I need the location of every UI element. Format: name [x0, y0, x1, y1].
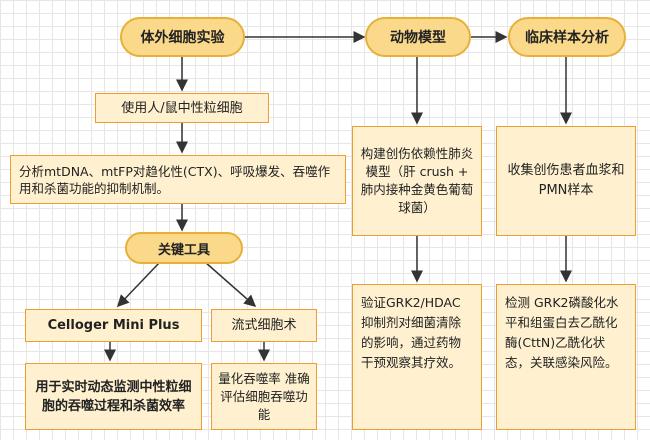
box-flow: 流式细胞术 [211, 309, 317, 342]
box-detect-text: 检测 GRK2磷酸化水平和组蛋白去乙酰化酶(CttN)乙酰化状态，关联感染风险。 [505, 295, 619, 370]
pill-clinical: 临床样本分析 [508, 17, 626, 57]
box-verify: 验证GRK2/HDAC抑制剂对细菌清除的影响，通过药物干预观察其疗效。 [352, 284, 482, 430]
pill-clinical-label: 临床样本分析 [525, 30, 609, 46]
box-use-cells-text: 使用人/鼠中性粒细胞 [121, 100, 243, 116]
box-celloger-desc: 用于实时动态监测中性粒细胞的吞噬过程和杀菌效率 [25, 363, 202, 430]
pill-animal-model-label: 动物模型 [390, 30, 446, 46]
box-flow-desc-text: 量化吞噬率 准确评估细胞吞噬功能 [218, 370, 310, 422]
box-flow-desc: 量化吞噬率 准确评估细胞吞噬功能 [211, 363, 317, 430]
box-celloger-text: Celloger Mini Plus [47, 318, 180, 333]
box-model-desc: 构建创伤依赖性肺炎模型（肝 crush + 肺内接种金黄色葡萄球菌） [352, 126, 482, 236]
box-flow-text: 流式细胞术 [231, 318, 297, 333]
arrow-keytools-to-flow [204, 261, 257, 307]
box-analysis-text: 分析mtDNA、mtFP对趋化性(CTX)、呼吸爆发、吞噬作用和杀菌功能的抑制机… [19, 163, 331, 196]
pill-key-tools: 关键工具 [125, 232, 243, 264]
pill-in-vitro: 体外细胞实验 [120, 17, 245, 57]
box-verify-text: 验证GRK2/HDAC抑制剂对细菌清除的影响，通过药物干预观察其疗效。 [361, 295, 462, 370]
box-celloger-desc-text: 用于实时动态监测中性粒细胞的吞噬过程和杀菌效率 [35, 379, 192, 414]
pill-animal-model: 动物模型 [365, 17, 471, 57]
box-analysis: 分析mtDNA、mtFP对趋化性(CTX)、呼吸爆发、吞噬作用和杀菌功能的抑制机… [10, 155, 346, 204]
box-collect-text: 收集创伤患者血浆和PMN样本 [507, 163, 625, 198]
box-use-cells: 使用人/鼠中性粒细胞 [95, 93, 269, 123]
arrow-keytools-to-celloger [116, 261, 161, 308]
box-collect: 收集创伤患者血浆和PMN样本 [496, 126, 636, 236]
box-celloger: Celloger Mini Plus [25, 309, 202, 342]
pill-in-vitro-label: 体外细胞实验 [140, 30, 225, 46]
pill-key-tools-label: 关键工具 [157, 242, 210, 258]
box-detect: 检测 GRK2磷酸化水平和组蛋白去乙酰化酶(CttN)乙酰化状态，关联感染风险。 [496, 284, 636, 430]
box-model-desc-text: 构建创伤依赖性肺炎模型（肝 crush + 肺内接种金黄色葡萄球菌） [360, 146, 474, 215]
